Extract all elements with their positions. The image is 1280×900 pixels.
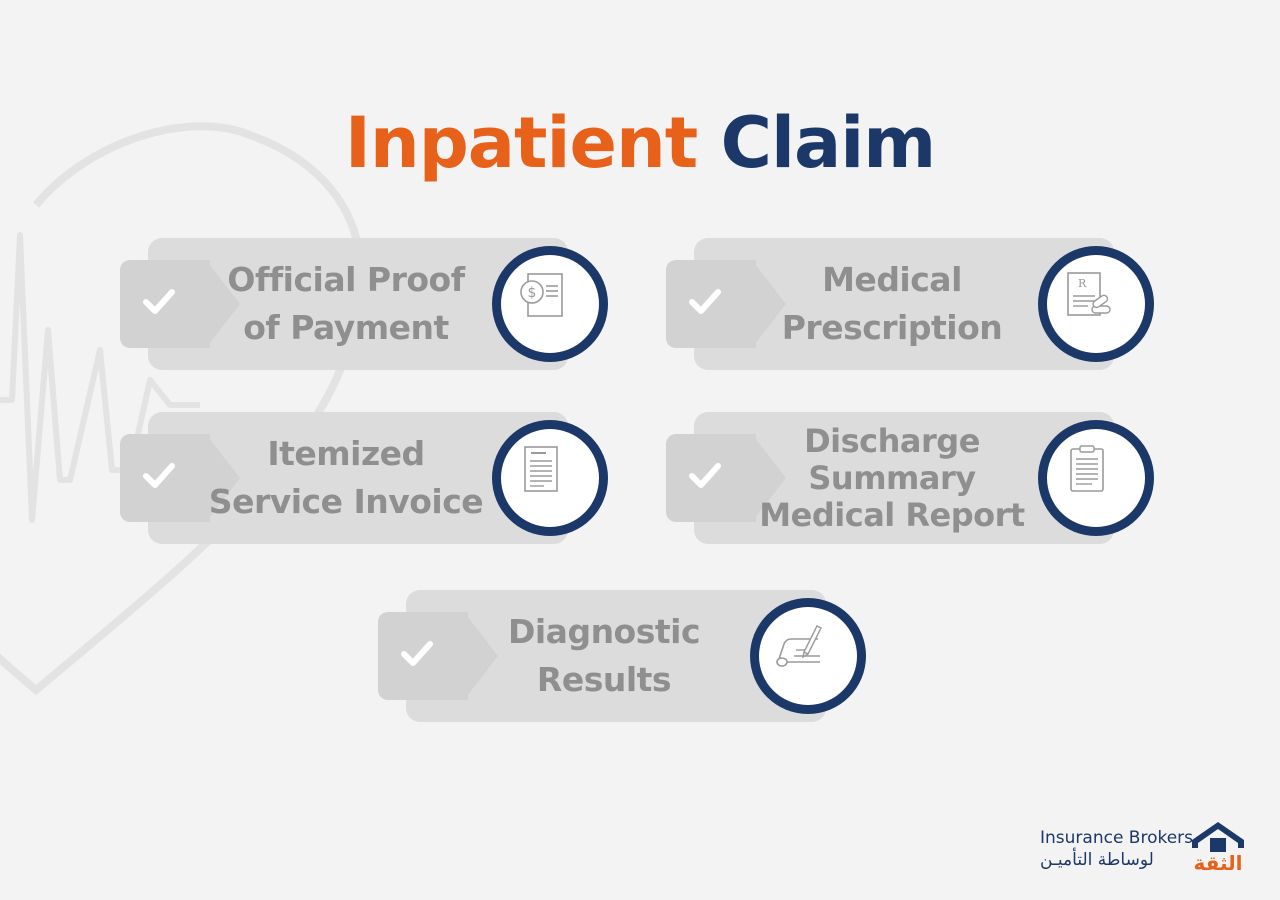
icon-badge: [750, 598, 866, 714]
requirement-card-itemized-invoice: Itemized Service Invoice: [120, 412, 610, 544]
checkmark-icon: [401, 641, 433, 666]
svg-text:$: $: [528, 285, 537, 301]
svg-text:R: R: [1078, 277, 1087, 290]
checkmark-icon: [689, 463, 721, 488]
logo-arabic-mark: الثقة: [1193, 851, 1242, 875]
icon-badge: [492, 420, 608, 536]
icon-badge: $: [492, 246, 608, 362]
signed-scroll-icon: [776, 625, 822, 667]
brand-logo: Insurance Brokers لوساطة التأميـن الثقة: [1040, 818, 1250, 876]
page-title: Inpatient Claim: [0, 98, 1280, 188]
check-tab-arrow: [752, 434, 786, 522]
card-label: Medical Prescription: [781, 260, 1003, 347]
check-tab-arrow: [752, 260, 786, 348]
house-logo-icon: الثقة: [1192, 822, 1244, 875]
card-label: Itemized Service Invoice: [208, 434, 484, 521]
check-tab-arrow: [464, 612, 498, 700]
requirement-card-discharge-summary: Discharge Summary Medical Report: [666, 412, 1156, 544]
checkmark-icon: [689, 289, 721, 314]
brand-name-english: Insurance Brokers: [1040, 828, 1194, 848]
invoice-icon: [524, 446, 558, 492]
icon-badge: R: [1038, 246, 1154, 362]
brand-name-arabic: لوساطة التأميـن: [1040, 850, 1154, 870]
card-label: Official Proof of Payment: [227, 260, 465, 347]
title-word-inpatient: Inpatient: [344, 102, 698, 184]
requirement-card-proof-of-payment: Official Proof of Payment $: [120, 238, 610, 370]
checkmark-icon: [143, 289, 175, 314]
prescription-icon: R: [1067, 272, 1111, 316]
check-tab-arrow: [206, 260, 240, 348]
icon-badge: [1038, 420, 1154, 536]
check-tab-arrow: [206, 434, 240, 522]
card-label: Discharge Summary Medical Report: [759, 421, 1025, 534]
card-label: Diagnostic Results: [507, 612, 701, 699]
title-word-claim: Claim: [720, 102, 937, 184]
requirement-card-diagnostic-results: Diagnostic Results: [378, 590, 868, 722]
checkmark-icon: [143, 463, 175, 488]
clipboard-report-icon: [1070, 445, 1104, 492]
requirement-card-medical-prescription: Medical Prescription R: [666, 238, 1156, 370]
payment-document-icon: $: [520, 273, 563, 317]
